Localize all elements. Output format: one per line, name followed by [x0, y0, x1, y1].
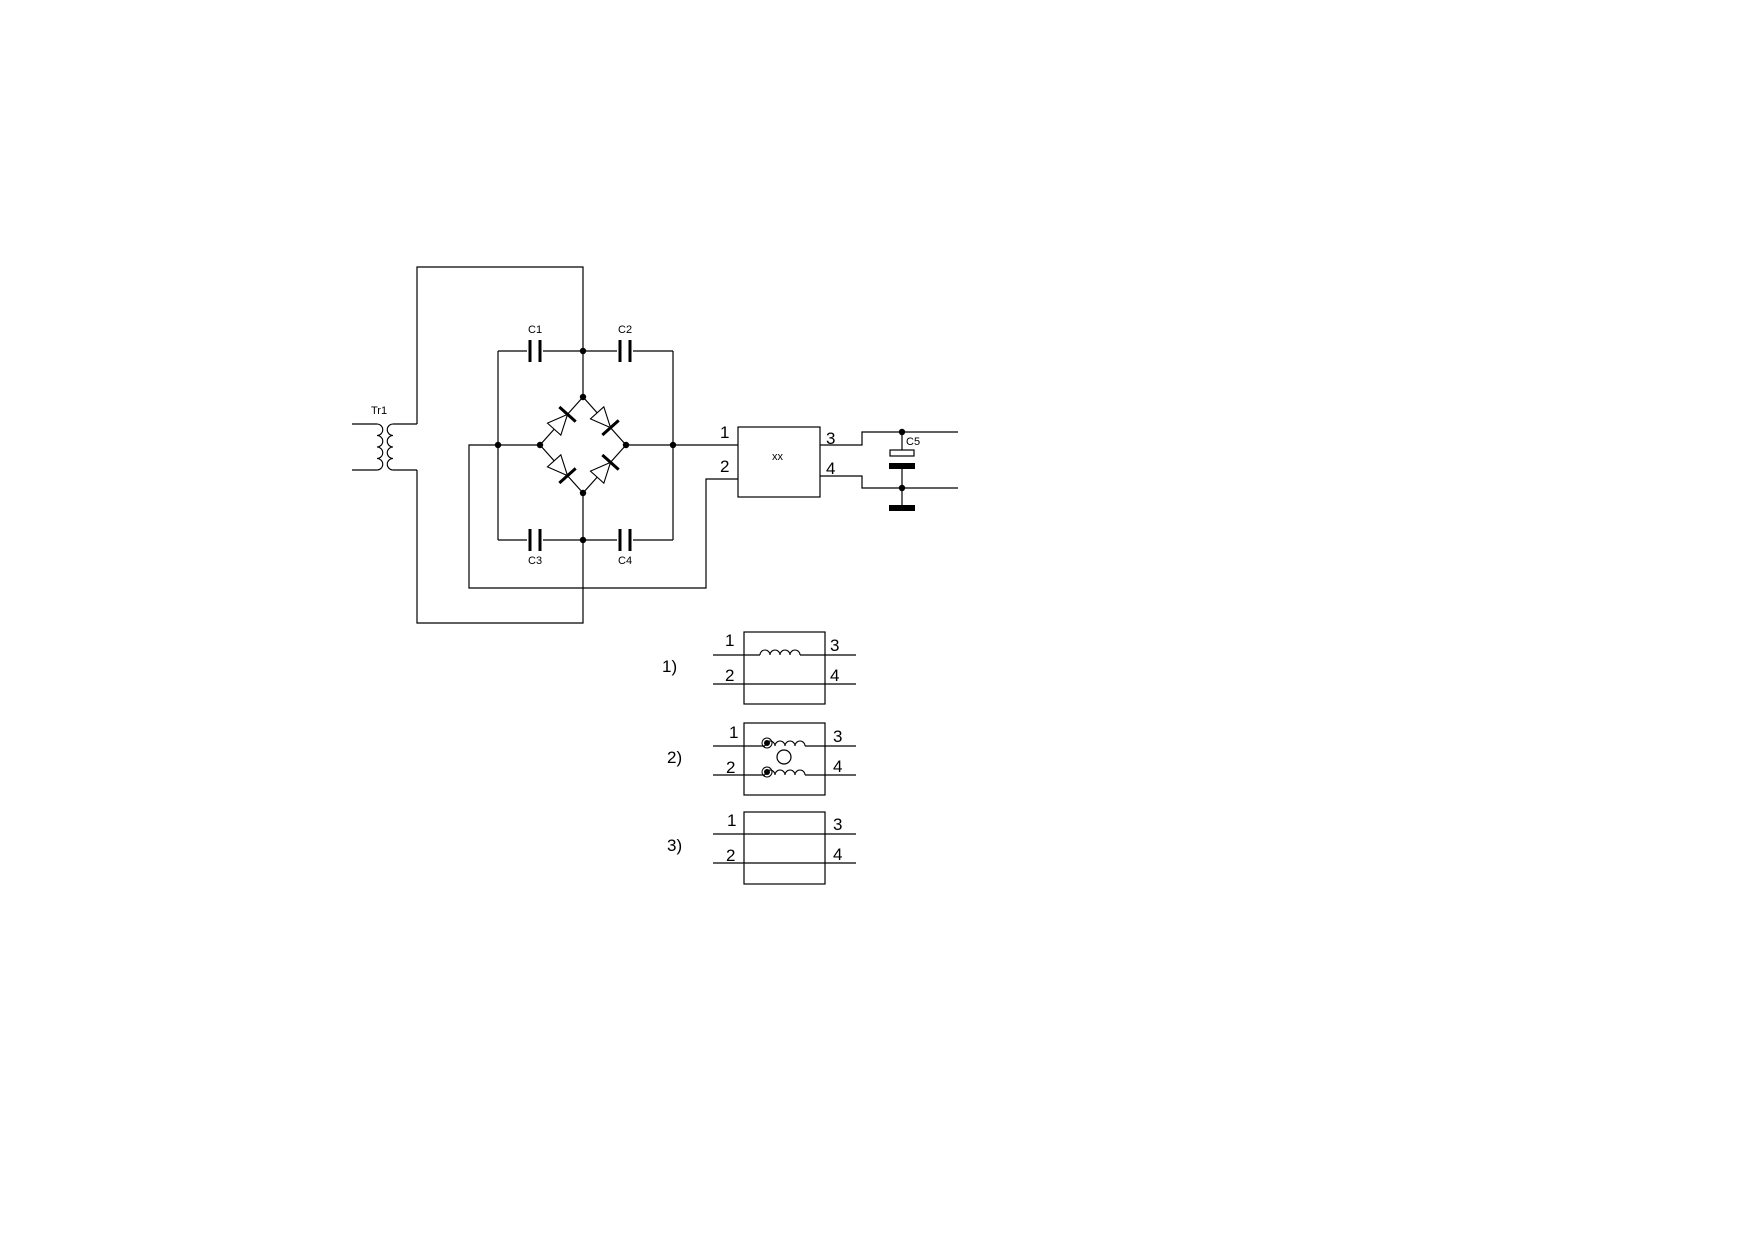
output-wires — [820, 431, 958, 489]
capacitor-c3: C3 — [528, 529, 542, 567]
pin-4-label: 4 — [826, 459, 835, 478]
variant-2-pin-2: 2 — [726, 758, 735, 777]
variant-2-label: 2) — [667, 748, 682, 767]
capacitor-c3-label: C3 — [528, 555, 542, 567]
variant-1-pin-2: 2 — [725, 666, 734, 685]
capacitor-c4: C4 — [618, 529, 632, 567]
diode-d1 — [544, 405, 578, 439]
variant-3-pin-3: 3 — [833, 815, 842, 834]
variant-3: 3) 1 2 3 4 — [667, 811, 856, 885]
variant-1: 1) 1 2 3 4 — [662, 631, 856, 705]
variant-2: 2) 1 2 3 4 — [667, 722, 856, 796]
variant-2-pin-3: 3 — [833, 727, 842, 746]
variant-1-pin-4: 4 — [830, 666, 839, 685]
diode-d4 — [587, 453, 621, 487]
pin-3-label: 3 — [826, 429, 835, 448]
junction-nodes — [494, 347, 906, 544]
return-wire — [468, 444, 738, 589]
variant-3-pin-2: 2 — [726, 846, 735, 865]
transformer-wires — [416, 266, 584, 624]
variant-1-pin-1: 1 — [725, 631, 734, 650]
variant-3-pin-1: 1 — [727, 811, 736, 830]
variant-3-pin-4: 4 — [833, 845, 842, 864]
block-xx: xx 1 2 3 4 — [720, 423, 835, 498]
capacitor-c5: C5 — [889, 432, 920, 511]
variant-3-label: 3) — [667, 836, 682, 855]
diode-d3 — [544, 451, 578, 485]
pin-2-label: 2 — [720, 457, 729, 476]
variant-2-pin-1: 1 — [729, 723, 738, 742]
variant-1-pin-3: 3 — [830, 636, 839, 655]
capacitor-c1-label: C1 — [528, 324, 542, 336]
variant-2-pin-4: 4 — [833, 757, 842, 776]
diode-d2 — [587, 403, 621, 437]
diode-bridge — [498, 396, 673, 494]
capacitor-c1: C1 — [528, 324, 542, 362]
variant-1-label: 1) — [662, 657, 677, 676]
capacitor-c5-label: C5 — [906, 436, 920, 448]
block-label: xx — [772, 451, 784, 463]
pin-1-label: 1 — [720, 423, 729, 442]
capacitor-c2-label: C2 — [618, 324, 632, 336]
transformer-tr1: Tr1 — [352, 405, 417, 471]
capacitor-c4-label: C4 — [618, 555, 632, 567]
transformer-label: Tr1 — [371, 405, 387, 417]
capacitor-c2: C2 — [618, 324, 632, 362]
